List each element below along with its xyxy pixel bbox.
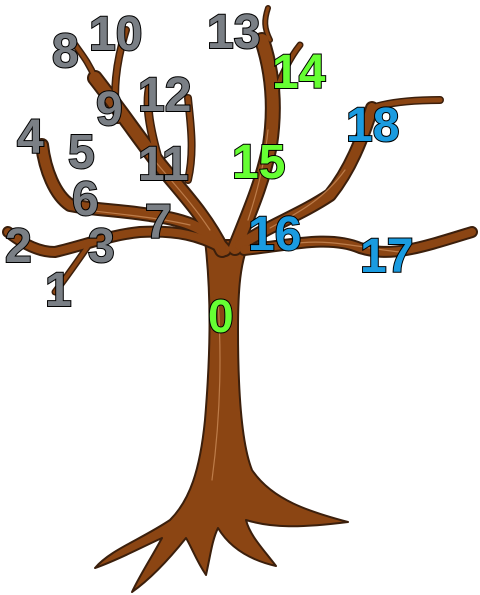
label-14: 14 (272, 46, 326, 99)
label-9: 9 (96, 83, 123, 136)
label-11: 11 (138, 138, 189, 191)
gray-labels: 1 2 3 4 5 6 7 8 9 10 11 12 13 (4, 5, 261, 318)
label-7: 7 (145, 196, 172, 249)
label-2: 2 (5, 220, 32, 273)
label-1: 1 (45, 264, 72, 317)
label-15: 15 (232, 136, 285, 189)
label-4: 4 (17, 111, 44, 164)
label-5: 5 (68, 126, 95, 179)
label-8: 8 (52, 25, 79, 78)
blue-labels: 16 17 18 (247, 98, 414, 284)
label-6: 6 (72, 173, 99, 226)
label-18: 18 (346, 99, 399, 152)
tree-trunk (94, 239, 349, 593)
label-3: 3 (88, 220, 115, 273)
label-12: 12 (138, 69, 191, 122)
label-0: 0 (208, 290, 234, 342)
label-13: 13 (207, 6, 260, 59)
label-17: 17 (360, 230, 413, 283)
green-labels: 0 14 15 (207, 45, 327, 343)
label-16: 16 (248, 208, 301, 261)
tree-branches (2, 5, 478, 481)
label-10: 10 (89, 8, 142, 61)
